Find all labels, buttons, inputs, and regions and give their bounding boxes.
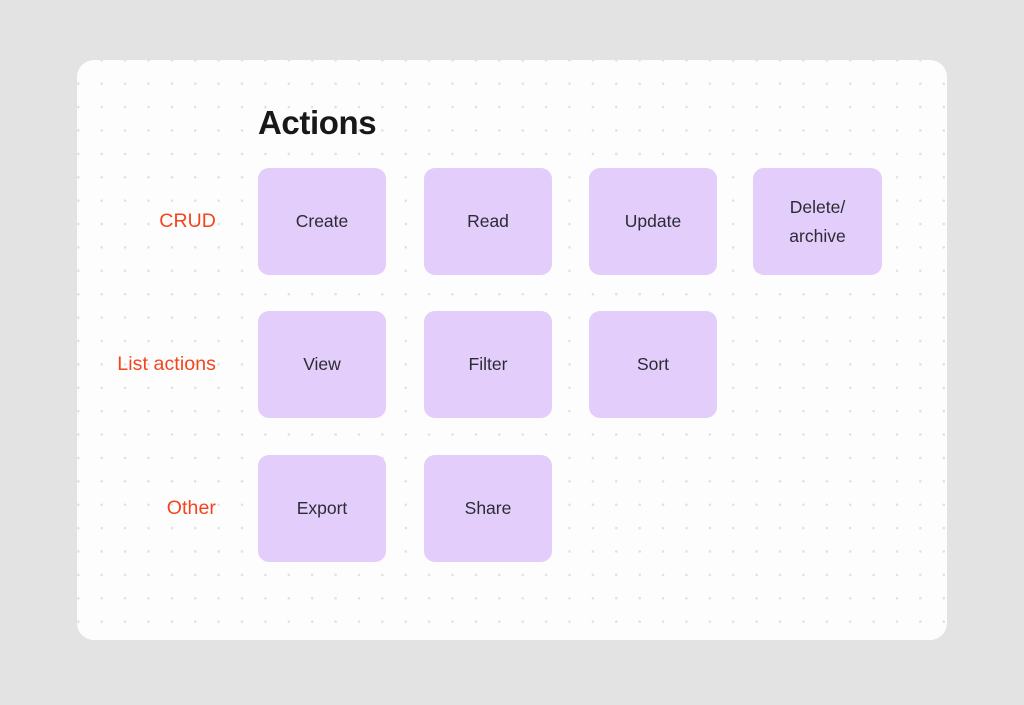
action-tile-delete-archive[interactable]: Delete/ archive [753, 168, 882, 275]
row-label-other: Other [166, 497, 216, 519]
action-tile-filter[interactable]: Filter [424, 311, 552, 418]
action-row-list-actions: List actions View Filter Sort [0, 311, 1024, 418]
action-tile-create[interactable]: Create [258, 168, 386, 275]
action-tile-view[interactable]: View [258, 311, 386, 418]
action-tile-sort[interactable]: Sort [589, 311, 717, 418]
action-tile-export[interactable]: Export [258, 455, 386, 562]
row-label-list-actions: List actions [117, 353, 216, 375]
row-label-crud: CRUD [159, 210, 216, 232]
action-tile-update[interactable]: Update [589, 168, 717, 275]
action-tile-share[interactable]: Share [424, 455, 552, 562]
action-row-crud: CRUD Create Read Update Delete/ archive [0, 168, 1024, 275]
page-title: Actions [258, 104, 377, 141]
action-tile-read[interactable]: Read [424, 168, 552, 275]
action-row-other: Other Export Share [0, 455, 1024, 562]
